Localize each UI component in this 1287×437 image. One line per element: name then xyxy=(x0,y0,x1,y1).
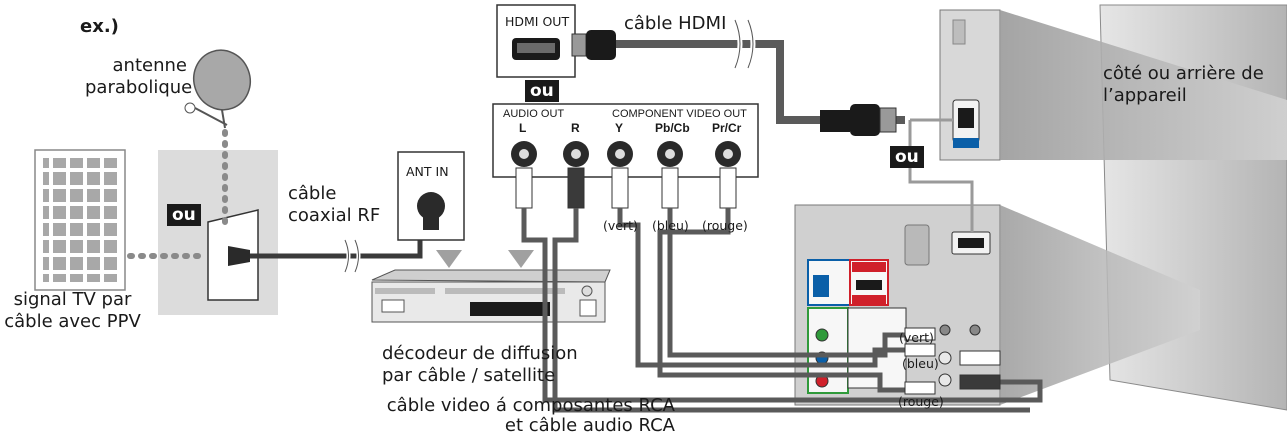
tv-unit xyxy=(794,4,1287,411)
component-out-label: COMPONENT VIDEO OUT xyxy=(612,108,747,120)
tv-side-label-line1: côté ou arrière de xyxy=(1103,63,1264,84)
example-label: ex.) xyxy=(80,16,119,37)
color-label-blue-tv: (bleu) xyxy=(902,356,939,371)
hdmi2-badge xyxy=(953,138,979,148)
coax-label-line2: coaxial RF xyxy=(288,205,381,226)
rca-cable-label-line1: câble video á composantes RCA xyxy=(386,395,675,416)
hdmi-cable-label: câble HDMI xyxy=(624,13,727,34)
coax-connector-wall xyxy=(228,246,250,266)
signal-label-line2: câble avec PPV xyxy=(4,311,141,332)
jack-label-pb: Pb/Cb xyxy=(655,121,690,135)
arrow-down-ant xyxy=(436,250,462,268)
antenna-label-line1: antenne xyxy=(112,55,187,76)
signal-label-line1: signal TV par xyxy=(13,289,132,310)
ant-in-label: ANT IN xyxy=(406,164,449,179)
color-label-red-src: (rouge) xyxy=(702,218,748,233)
hdmi-out-label: HDMI OUT xyxy=(505,14,570,29)
jack-label-y: Y xyxy=(615,121,624,135)
color-label-green-src: (vert) xyxy=(603,218,638,233)
antenna-label-line2: parabolique xyxy=(85,77,193,98)
jack-label-pr: Pr/Cr xyxy=(712,121,742,135)
arrow-down-out xyxy=(508,250,534,268)
building-icon xyxy=(34,149,126,291)
color-label-blue-src: (bleu) xyxy=(652,218,689,233)
jack-label-r: R xyxy=(571,121,580,135)
decoder-label-line1: décodeur de diffusion xyxy=(382,343,578,364)
or-badge-tv: ou xyxy=(890,146,924,168)
tv-side-label-line2: l’appareil xyxy=(1103,85,1187,106)
or-badge-dish: ou xyxy=(167,204,201,226)
color-label-red-tv: (rouge) xyxy=(898,394,944,409)
audio-out-label: AUDIO OUT xyxy=(503,108,565,120)
jack-label-l: L xyxy=(519,121,527,135)
color-label-green-tv: (vert) xyxy=(899,330,934,345)
or-badge-hdmi: ou xyxy=(525,80,559,102)
satellite-dish-icon xyxy=(184,49,251,129)
rca-cables xyxy=(521,208,1043,413)
rca-jacks xyxy=(511,141,741,167)
rca-plugs xyxy=(515,167,737,209)
rca-cable-label-line2: et câble audio RCA xyxy=(504,415,675,436)
decoder-box xyxy=(371,269,611,323)
coax-label-line1: câble xyxy=(288,183,337,204)
decoder-label-line2: par câble / satellite xyxy=(382,365,556,386)
